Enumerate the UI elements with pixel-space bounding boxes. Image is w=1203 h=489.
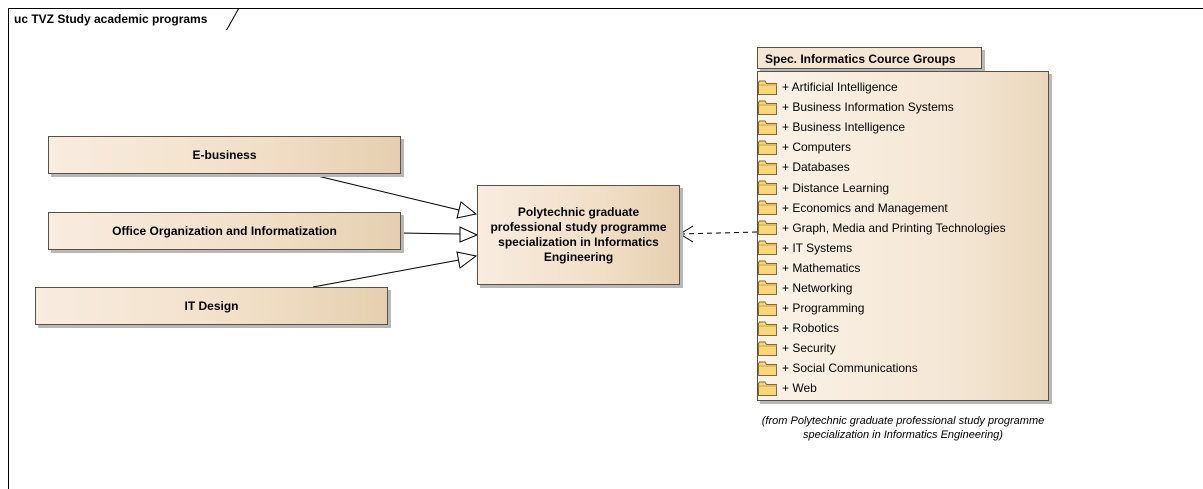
connectors	[304, 172, 758, 288]
package-item[interactable]: + Artificial Intelligence	[758, 77, 1006, 97]
dependency-line	[679, 231, 758, 235]
it-design-label: IT Design	[184, 298, 239, 313]
package-item-label: + Computers	[782, 140, 852, 155]
folder-icon	[758, 260, 777, 276]
folder-icon	[758, 361, 777, 376]
package-item-label: + Business Intelligence	[782, 120, 906, 135]
package-from-note: (from Polytechnic graduate professional …	[761, 415, 1045, 441]
folder-icon	[758, 200, 777, 216]
package-item-label: + Databases	[782, 160, 850, 175]
programme-label: Polytechnic graduate professional study …	[490, 205, 667, 264]
office-organization-box[interactable]: Office Organization and Informatization	[48, 212, 401, 250]
folder-icon	[758, 80, 777, 95]
package-item-label: + Networking	[782, 280, 853, 295]
package-item-list: + Artificial Intelligence + Business Info…	[758, 77, 1006, 399]
package-item[interactable]: + IT Systems	[758, 238, 1006, 258]
package-tab[interactable]: Spec. Informatics Cource Groups	[757, 47, 982, 69]
package-item[interactable]: + Programming	[758, 298, 1006, 318]
ebusiness-label: E-business	[192, 147, 257, 162]
package-item-label: + Mathematics	[782, 260, 861, 275]
package-name: Spec. Informatics Cource Groups	[765, 52, 956, 66]
package-item[interactable]: + Social Communications	[758, 358, 1006, 378]
programme-box[interactable]: Polytechnic graduate professional study …	[477, 185, 680, 285]
folder-icon	[758, 280, 777, 296]
package-item[interactable]: + Business Information Systems	[758, 97, 1006, 117]
folder-icon	[758, 301, 777, 316]
package-item[interactable]: + Databases	[758, 157, 1006, 177]
package-item[interactable]: + Computers	[758, 137, 1006, 157]
generalization-arrowhead-office	[459, 226, 479, 243]
generalization-line-itdesign	[312, 259, 460, 288]
diagram-frame-tab	[225, 8, 240, 30]
it-design-box[interactable]: IT Design	[35, 287, 388, 325]
folder-icon	[758, 220, 777, 236]
package-item-label: + Robotics	[782, 321, 840, 336]
package-item-label: + Artificial Intelligence	[782, 80, 898, 95]
package-item-label: + Economics and Management	[782, 200, 948, 215]
folder-icon	[758, 180, 777, 196]
folder-icon	[758, 120, 777, 135]
folder-icon	[758, 240, 777, 256]
package-item[interactable]: + Distance Learning	[758, 177, 1006, 197]
package-body[interactable]	[757, 71, 1049, 401]
package-item-label: + Graph, Media and Printing Technologies	[782, 220, 1006, 235]
package-item[interactable]: + Economics and Management	[758, 198, 1006, 218]
package-item[interactable]: + Business Intelligence	[758, 117, 1006, 137]
ebusiness-box[interactable]: E-business	[48, 136, 401, 174]
folder-icon	[758, 160, 777, 175]
package-item-label: + Social Communications	[782, 361, 918, 376]
package-item[interactable]: + Mathematics	[758, 258, 1006, 278]
package-item[interactable]: + Robotics	[758, 318, 1006, 338]
generalization-arrowhead-ebusiness	[456, 201, 478, 219]
package-item-label: + Distance Learning	[782, 180, 890, 195]
package-item[interactable]: + Security	[758, 338, 1006, 358]
generalization-line-ebusiness	[304, 172, 460, 211]
package-item-label: + Security	[782, 341, 836, 356]
folder-icon	[758, 381, 777, 396]
package-item[interactable]: + Networking	[758, 278, 1006, 298]
folder-icon	[758, 100, 777, 115]
diagram-title: uc TVZ Study academic programs	[14, 12, 208, 26]
package-item-label: + IT Systems	[782, 240, 853, 255]
generalization-arrowhead-itdesign	[456, 251, 478, 269]
folder-icon	[758, 140, 777, 155]
generalization-line-office	[400, 232, 461, 235]
dependency-arrowhead	[679, 225, 694, 243]
folder-icon	[758, 341, 777, 356]
office-organization-label: Office Organization and Informatization	[112, 223, 337, 238]
package-item-label: + Programming	[782, 301, 865, 316]
package-item[interactable]: + Graph, Media and Printing Technologies	[758, 218, 1006, 238]
package-item-label: + Web	[782, 381, 817, 396]
folder-icon	[758, 321, 777, 336]
package-item-label: + Business Information Systems	[782, 100, 954, 115]
package-item[interactable]: + Web	[758, 378, 1006, 398]
diagram-frame	[8, 8, 1203, 489]
